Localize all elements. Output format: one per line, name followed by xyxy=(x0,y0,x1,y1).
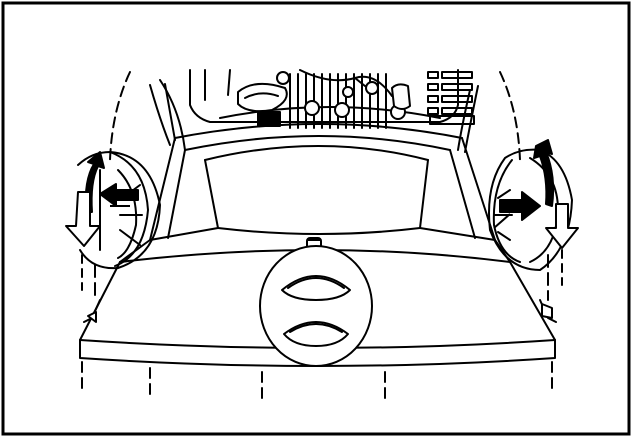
down-arrow-icon xyxy=(545,203,579,249)
rotate-arrow-icon xyxy=(533,139,555,207)
push-arrow-icon xyxy=(493,191,541,229)
engine-icon xyxy=(189,69,475,129)
grip-knob-icon xyxy=(259,237,373,367)
wheel-icon xyxy=(457,71,573,301)
wheel-icon xyxy=(77,71,186,301)
down-arrow-icon xyxy=(65,191,101,247)
push-arrow-icon xyxy=(99,183,139,207)
